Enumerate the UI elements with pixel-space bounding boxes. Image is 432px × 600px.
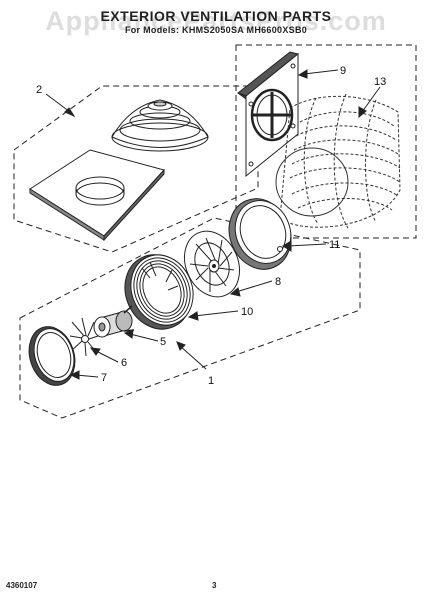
callout-8: 8	[275, 276, 281, 288]
roof-cap-part	[111, 99, 209, 152]
motor-part	[93, 305, 135, 338]
roof-flashing-plate-part	[29, 149, 165, 242]
footer-part-number: 4360107	[6, 581, 38, 590]
callout-1: 1	[208, 375, 214, 387]
duct-collar-ring-part	[228, 198, 292, 270]
wall-damper-plate-part	[236, 51, 300, 178]
callout-7: 7	[101, 372, 107, 384]
callout-2: 2	[36, 84, 42, 96]
blower-housing-part	[124, 254, 194, 330]
callout-11: 11	[329, 239, 340, 251]
assembly-9-13-outline	[235, 44, 417, 239]
blower-wheel-part	[184, 230, 240, 298]
model-list: For Models: KHMS2050SA MH6600XSB0	[124, 25, 308, 35]
callout-leaders	[45, 69, 381, 380]
callout-10: 10	[241, 306, 253, 318]
callout-13: 13	[374, 76, 386, 88]
fan-blade-part	[69, 317, 99, 357]
front-grille-ring-part	[28, 326, 76, 386]
footer-page-number: 3	[212, 581, 217, 590]
callout-6: 6	[121, 357, 127, 369]
page-title: EXTERIOR VENTILATION PARTS	[100, 8, 332, 24]
callout-9: 9	[340, 65, 346, 77]
flexible-duct-part	[275, 93, 401, 229]
assembly-1-outline	[19, 217, 361, 419]
callout-5: 5	[160, 336, 166, 348]
